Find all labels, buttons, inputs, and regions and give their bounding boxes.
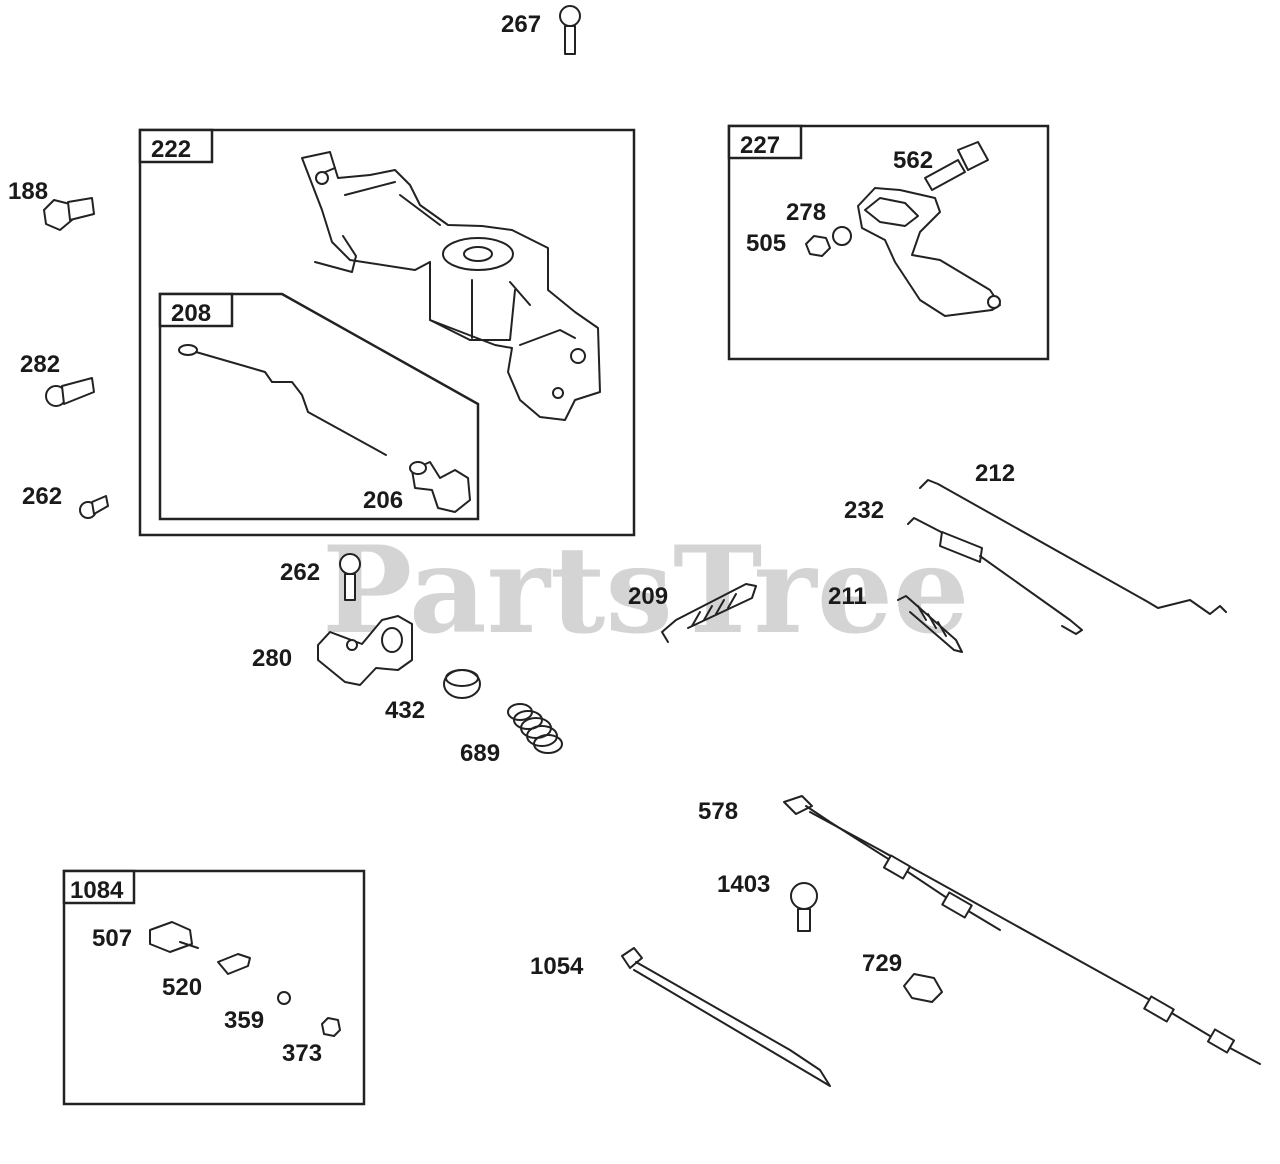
part-689-spring[interactable]	[507, 703, 563, 754]
label-505: 505	[746, 230, 786, 257]
label-729: 729	[862, 950, 902, 977]
box-222: 222	[138, 128, 636, 537]
label-232: 232	[844, 497, 884, 524]
label-282: 282	[20, 351, 60, 378]
label-432: 432	[385, 697, 425, 724]
box-1084: 1084	[62, 869, 366, 1106]
label-520: 520	[162, 974, 202, 1001]
part-262-bolt-center[interactable]	[339, 553, 361, 601]
label-1054: 1054	[530, 953, 584, 980]
label-280: 280	[252, 645, 292, 672]
part-267-bolt[interactable]	[559, 5, 581, 55]
label-578: 578	[698, 798, 738, 825]
label-689: 689	[460, 740, 500, 767]
governor-rod-part[interactable]	[178, 344, 387, 456]
watermark: PartsTree	[322, 520, 969, 661]
label-212: 212	[975, 460, 1015, 487]
label-209: 209	[628, 583, 668, 610]
label-562: 562	[893, 147, 933, 174]
part-562-pin[interactable]	[924, 141, 989, 191]
part-280-bracket[interactable]	[317, 615, 413, 686]
label-359: 359	[224, 1007, 264, 1034]
part-507-switch[interactable]	[149, 921, 199, 953]
box-222-label: 222	[151, 136, 191, 163]
part-359-washer[interactable]	[277, 991, 291, 1005]
part-188-bolt[interactable]	[43, 197, 95, 231]
part-505-nut[interactable]	[805, 235, 831, 257]
part-206-knob[interactable]	[409, 461, 471, 513]
part-373-nut[interactable]	[321, 1017, 341, 1037]
part-209-spring[interactable]	[661, 583, 757, 643]
part-432-ring[interactable]	[443, 669, 481, 699]
part-282-bolt[interactable]	[45, 377, 95, 407]
box-1084-label: 1084	[70, 877, 124, 904]
label-267: 267	[501, 11, 541, 38]
part-729-clip[interactable]	[903, 973, 943, 1003]
label-278: 278	[786, 199, 826, 226]
box-208: 208	[158, 292, 480, 521]
part-211-spring[interactable]	[897, 595, 963, 653]
part-578-cable[interactable]	[783, 795, 1261, 1065]
part-520-terminal[interactable]	[217, 953, 251, 975]
label-262-center: 262	[280, 559, 320, 586]
label-211: 211	[828, 583, 867, 610]
throttle-bracket-part[interactable]	[857, 187, 1001, 317]
box-208-label: 208	[171, 300, 211, 327]
part-262-bolt-left[interactable]	[79, 495, 109, 519]
part-212-rod[interactable]	[919, 479, 1227, 615]
part-278-washer[interactable]	[832, 226, 852, 246]
box-227-label: 227	[740, 132, 780, 159]
label-507: 507	[92, 925, 132, 952]
label-262-left: 262	[22, 483, 62, 510]
part-232-spring-rod[interactable]	[907, 517, 1083, 635]
box-227: 227	[727, 124, 1050, 361]
governor-bracket-part[interactable]	[301, 151, 601, 421]
part-1054-cable-tie[interactable]	[621, 947, 831, 1087]
part-1403-screw[interactable]	[790, 882, 818, 932]
label-373: 373	[282, 1040, 322, 1067]
label-206: 206	[363, 487, 403, 514]
label-188: 188	[8, 178, 48, 205]
label-1403: 1403	[717, 871, 770, 898]
part-labels: 267 188 282 262 206 562 278 505 212 232 …	[8, 11, 1015, 1067]
